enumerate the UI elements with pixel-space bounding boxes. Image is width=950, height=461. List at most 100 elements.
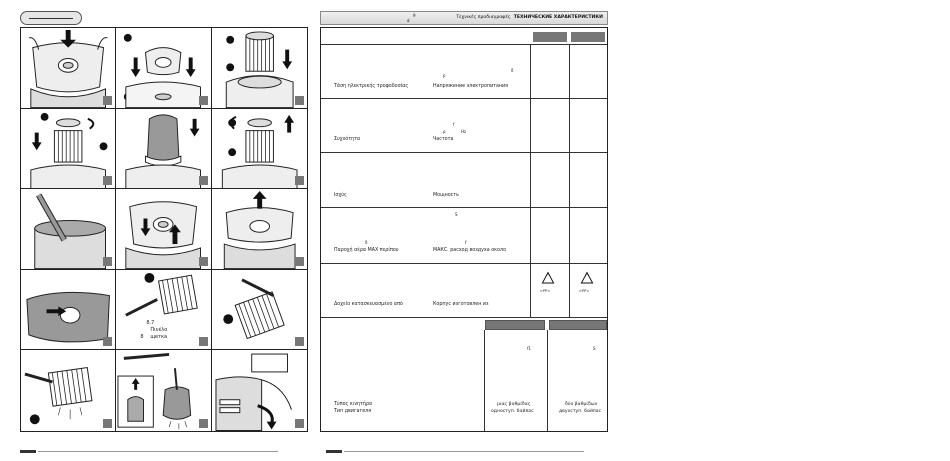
step-10-bag-filter xyxy=(21,269,117,351)
spec-label-greek: Τάση ηλεκτρικής τροφοδοσίας xyxy=(334,84,409,89)
instruction-grid: 8.7 Πινέλο 8 щетка xyxy=(20,27,308,432)
step-15-illustration xyxy=(215,353,292,431)
row-mark: ρ xyxy=(443,129,446,134)
motor-label-russian: Тип двигателя xyxy=(334,409,372,414)
step-10-illustration xyxy=(26,291,110,343)
step-12-wipe-filter xyxy=(211,269,307,351)
motor-type-2-greek: δύο βαθμίδων xyxy=(565,402,598,407)
brush-number: 8.7 xyxy=(146,319,155,326)
step-13-rinse-filter xyxy=(21,350,117,431)
table-rule xyxy=(321,263,607,264)
row-mark: δ xyxy=(511,68,514,73)
step-14-illustration xyxy=(117,353,192,430)
row-mark: Ρ xyxy=(443,74,446,79)
row-mark: δ xyxy=(365,240,368,245)
spec-label-russian: МАКС. расход воздуха около xyxy=(433,248,507,253)
table-rule xyxy=(321,317,607,318)
step-14-shake-filter xyxy=(116,350,212,431)
brush-label-russian: щетка xyxy=(150,333,168,340)
table-col-rule xyxy=(569,44,570,317)
step-1-illustration xyxy=(28,29,108,108)
motor-label-greek: Τύπος κινητήρα xyxy=(334,402,373,407)
step-5-illustration xyxy=(125,114,202,189)
step-marker xyxy=(103,337,113,347)
table-rule xyxy=(321,98,607,99)
motor-col-header-1 xyxy=(485,320,545,330)
step-marker xyxy=(103,176,113,186)
spec-label-russian: Напряжение электропитания xyxy=(433,84,509,89)
technical-specs-page: 9 ά Τεχνικές προδιαγραφές ТЕХНИЧЕСКИЕ ХА… xyxy=(320,0,612,461)
step-marker xyxy=(198,176,208,186)
step-marker xyxy=(198,256,208,266)
motor-type-1-russian: одноступ. бαйπас xyxy=(491,409,534,414)
table-rule xyxy=(321,44,607,45)
step-6-illustration xyxy=(221,114,298,189)
step-marker xyxy=(295,418,304,428)
step-marker xyxy=(198,418,208,428)
step-13-illustration xyxy=(24,367,93,425)
specs-title-russian: ТЕХНИЧЕСКИЕ ХАРАКТЕРИСТИКИ xyxy=(513,15,603,20)
step-6-unlock-filter xyxy=(211,108,307,190)
recycle-label: >PP< xyxy=(579,289,590,293)
recycle-icon xyxy=(541,271,555,284)
step-2-illustration xyxy=(124,33,202,108)
table-rule xyxy=(321,207,607,208)
spec-label-russian: Корпус изготовлен из xyxy=(433,302,489,307)
motor-type-1-greek: μιας βαθμίδας xyxy=(497,402,531,407)
row-mark: S xyxy=(455,212,458,217)
model-col-header-2 xyxy=(571,32,605,42)
motor-type-2-russian: двухступ. бαйπас xyxy=(559,409,602,414)
step-8-illustration xyxy=(125,201,202,269)
step-8-float-valve xyxy=(116,189,212,270)
header-mark-a: 9 xyxy=(413,13,416,18)
step-7-illustration xyxy=(34,193,106,269)
step-11-illustration xyxy=(125,272,199,317)
step-marker xyxy=(198,337,208,347)
motor-mark-2: S xyxy=(593,346,596,351)
model-col-header-1 xyxy=(533,32,567,42)
section-tab xyxy=(20,11,82,25)
step-4-lock-filter xyxy=(21,108,117,190)
specs-table: δ Ρ Τάση ηλεκτρικής τροφοδοσίας Напряжен… xyxy=(320,27,608,432)
step-marker xyxy=(295,95,304,105)
spec-label-greek: Ισχύς xyxy=(334,193,347,198)
brush-label-greek: Πινέλο xyxy=(150,326,168,333)
row-mark: Hz xyxy=(461,129,467,134)
step-7-wet-suction xyxy=(21,189,117,270)
table-col-rule xyxy=(547,330,548,431)
step-1-remove-filter xyxy=(21,28,117,109)
step-marker xyxy=(198,95,208,105)
motor-mark-1: f1 xyxy=(527,346,531,351)
recycle-icon xyxy=(580,271,594,284)
spec-label-greek: Συχνότητα xyxy=(334,137,361,142)
step-3-illustration xyxy=(225,31,294,108)
specs-header: 9 ά Τεχνικές προδιαγραφές ТЕХНИЧЕСКИЕ ХА… xyxy=(320,11,608,25)
page-footer-rule xyxy=(20,450,278,453)
instructions-page: 8.7 Πινέλο 8 щетка xyxy=(12,0,312,461)
motor-col-header-2 xyxy=(549,320,607,330)
spec-label-russian: Мощность xyxy=(433,193,459,198)
spec-label-greek: Παροχή αέρα MAX περίπου xyxy=(334,248,399,253)
recycle-label: >PP< xyxy=(540,289,551,293)
step-4-illustration xyxy=(30,112,108,189)
step-marker xyxy=(295,256,304,266)
step-3-cartridge-filter xyxy=(211,28,307,109)
step-marker xyxy=(103,418,113,428)
row-mark: f xyxy=(465,240,467,245)
step-marker xyxy=(295,176,304,186)
header-mark-b: ά xyxy=(407,18,410,23)
step-5-cloth-filter xyxy=(116,108,212,190)
table-rule xyxy=(321,152,607,153)
step-9-lift-lid xyxy=(211,189,307,270)
row-mark: f xyxy=(453,122,455,127)
page-footer-rule xyxy=(326,450,584,453)
step-15-blower-function xyxy=(211,350,307,431)
specs-title-greek: Τεχνικές προδιαγραφές xyxy=(456,15,511,20)
spec-label-russian: Частота xyxy=(433,137,454,142)
step-11-brush-cleaning: 8.7 Πινέλο 8 щетка xyxy=(116,269,212,351)
spec-label-greek: Δοχείο κατασκευασμένο από xyxy=(334,302,403,307)
step-marker xyxy=(103,95,113,105)
step-marker xyxy=(295,337,304,347)
step-marker xyxy=(103,256,113,266)
specs-title: Τεχνικές προδιαγραφές ТЕХНИЧЕСКИЕ ХАРАКТ… xyxy=(456,15,603,20)
